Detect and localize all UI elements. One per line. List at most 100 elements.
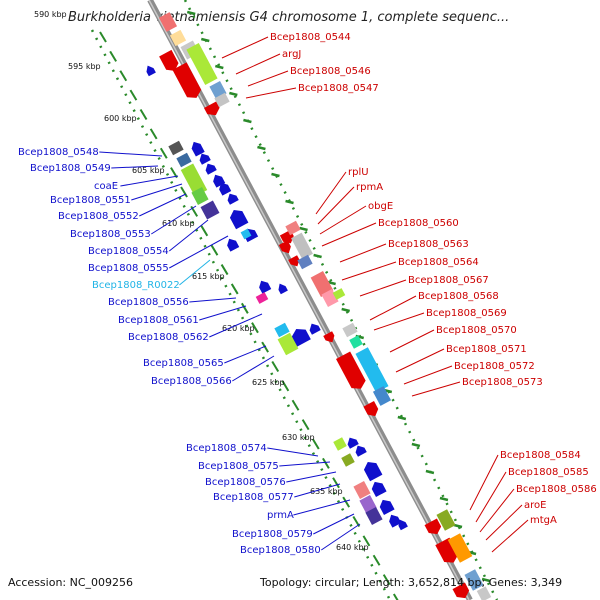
scale-tick xyxy=(392,593,399,600)
leader-line xyxy=(111,165,159,169)
forward-cog-box xyxy=(436,509,456,531)
reverse-gene xyxy=(363,462,383,482)
reverse-gene-shape xyxy=(227,238,240,252)
forward-cog-box xyxy=(476,586,492,600)
forward-gene-shape xyxy=(169,29,187,47)
reverse-gene-shape xyxy=(389,514,402,528)
forward-cog-box xyxy=(310,271,334,297)
gene-label-left: Bcep1808_0580 xyxy=(240,545,321,556)
leader-line xyxy=(475,471,507,523)
leader-line xyxy=(485,504,523,541)
reverse-cog-box xyxy=(277,332,299,356)
outer-tick xyxy=(425,469,435,475)
reverse-gene xyxy=(355,445,367,457)
scale-tick xyxy=(180,186,188,198)
forward-cog-box xyxy=(291,232,313,260)
reverse-cog-box-shape xyxy=(333,437,347,451)
reverse-gene-shape xyxy=(355,445,367,457)
gene-label-right: Bcep1808_0560 xyxy=(378,218,459,229)
scale-tick xyxy=(311,438,320,450)
leader-line xyxy=(99,151,163,157)
reverse-gene xyxy=(309,323,321,335)
scale-label: 635 kbp xyxy=(310,487,343,496)
leader-line xyxy=(209,313,263,338)
gene-label-right: Bcep1808_0573 xyxy=(462,377,543,388)
gene-label-right: obgE xyxy=(368,201,393,212)
gene-label-left: Bcep1808_0552 xyxy=(58,211,139,222)
leader-line xyxy=(359,279,407,297)
reverse-cog-box-shape xyxy=(168,140,184,156)
forward-gene-shape xyxy=(363,401,379,417)
outer-tick xyxy=(341,307,350,313)
reverse-gene xyxy=(219,182,232,196)
gene-label-right: Bcep1808_0544 xyxy=(270,32,351,43)
reverse-gene xyxy=(278,283,288,295)
leader-line xyxy=(469,454,499,511)
forward-cog-box xyxy=(297,254,313,270)
forward-gene xyxy=(204,101,220,116)
gene-label-left: Bcep1808_0576 xyxy=(205,477,286,488)
leader-line xyxy=(169,235,229,269)
scale-tick xyxy=(159,147,168,159)
gene-label-right: Bcep1808_0564 xyxy=(398,257,479,268)
reverse-gene-shape xyxy=(227,193,239,205)
leader-line xyxy=(395,348,445,373)
leader-line xyxy=(341,261,397,281)
genome-backbone xyxy=(147,0,473,600)
scale-tick xyxy=(332,477,340,489)
reverse-gene xyxy=(398,519,408,531)
forward-cog-box-shape xyxy=(342,322,358,338)
reverse-gene-shape xyxy=(219,182,232,196)
scale-tick xyxy=(291,399,300,411)
leader-line xyxy=(339,243,387,263)
reverse-gene-shape xyxy=(278,283,288,295)
gene-label-left: Bcep1808_0565 xyxy=(143,358,224,369)
reverse-cog-box-shape xyxy=(274,322,290,338)
reverse-gene xyxy=(389,514,402,528)
gene-label-left: Bcep1808_0561 xyxy=(118,315,199,326)
gene-label-left: Bcep1808_0548 xyxy=(18,147,99,158)
leader-line xyxy=(221,36,269,59)
reverse-gene xyxy=(291,328,311,347)
gene-label-right: Bcep1808_0563 xyxy=(388,239,469,250)
forward-cog-box-shape xyxy=(447,533,473,563)
gene-label-right: Bcep1808_0546 xyxy=(290,66,371,77)
scale-tick xyxy=(261,341,269,353)
forward-gene-shape xyxy=(158,12,178,32)
leader-line xyxy=(321,523,361,551)
reverse-cog-box-shape xyxy=(176,152,192,168)
reverse-cog-box xyxy=(240,228,252,240)
forward-gene xyxy=(169,29,187,47)
scale-tick xyxy=(342,496,351,508)
reverse-gene-shape xyxy=(146,65,156,77)
gene-label-left: Bcep1808_0577 xyxy=(213,492,294,503)
gene-label-left: coaE xyxy=(94,181,118,192)
scale-tick xyxy=(271,360,280,372)
outer-tick xyxy=(453,523,463,529)
forward-cog-box xyxy=(214,92,230,108)
scale-tick xyxy=(230,283,239,295)
forward-gene-shape xyxy=(288,255,300,267)
forward-gene xyxy=(158,12,178,32)
reverse-gene-shape xyxy=(199,153,211,165)
leader-line xyxy=(389,329,435,353)
gene-label-left: Bcep1808_0551 xyxy=(50,195,131,206)
forward-gene-shape xyxy=(336,351,366,389)
reverse-cog-box xyxy=(200,200,220,220)
reverse-cog-box-shape xyxy=(353,481,371,499)
reverse-gene xyxy=(347,437,359,449)
reverse-gene-shape xyxy=(191,141,205,157)
scale-label: 620 kbp xyxy=(222,324,255,333)
forward-gene-shape xyxy=(424,518,442,535)
scale-tick xyxy=(322,457,330,469)
forward-cog-box xyxy=(372,386,392,406)
reverse-cog-box xyxy=(191,187,209,205)
gene-label-right: aroE xyxy=(524,500,546,511)
gene-label-right: mtgA xyxy=(530,515,557,526)
reverse-cog-box xyxy=(255,292,269,304)
reverse-gene xyxy=(379,499,395,515)
reverse-cog-box xyxy=(359,495,377,513)
leader-line xyxy=(120,175,179,187)
reverse-cog-box-shape xyxy=(277,332,299,356)
reverse-cog-box xyxy=(274,322,290,338)
